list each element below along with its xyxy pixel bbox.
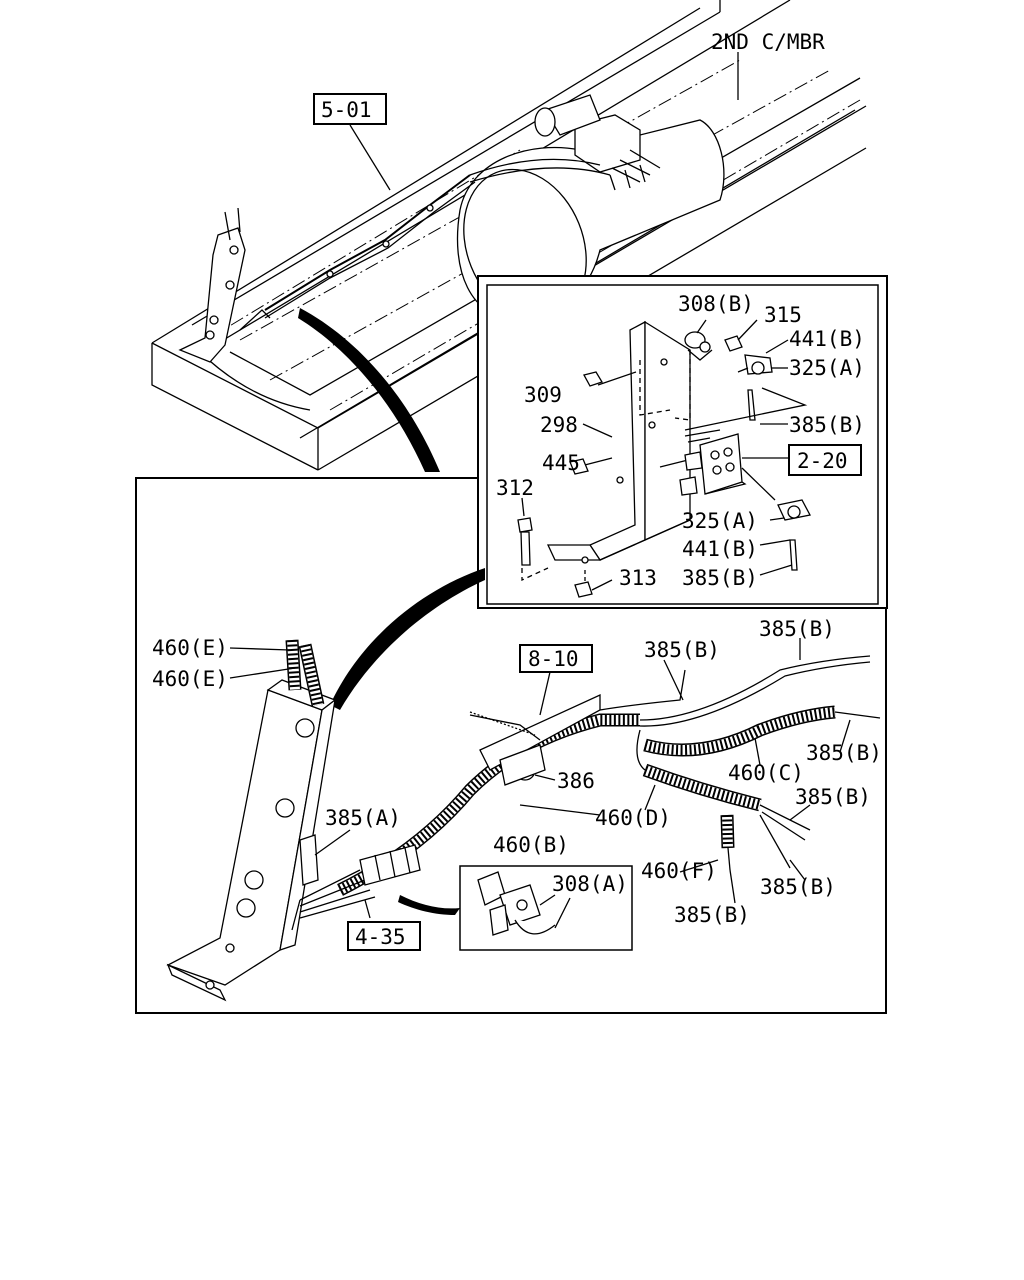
label-385a: 385(A) xyxy=(325,806,401,830)
label-460e-1: 460(E) xyxy=(152,636,228,660)
ref-box-5-01 xyxy=(313,93,387,125)
label-308b-top: 308(B) xyxy=(678,292,754,316)
label-385b-d: 385(B) xyxy=(795,785,871,809)
label-385b-b: 385(B) xyxy=(759,617,835,641)
label-385b-e: 385(B) xyxy=(760,875,836,899)
label-ref-8-10: 8-10 xyxy=(528,647,579,671)
label-308a: 308(A) xyxy=(552,872,628,896)
label-460d: 460(D) xyxy=(595,806,671,830)
label-441b-mid: 441(B) xyxy=(682,537,758,561)
label-298: 298 xyxy=(540,413,578,437)
label-460b: 460(B) xyxy=(493,833,569,857)
label-325a-mid: 325(A) xyxy=(682,509,758,533)
label-ref-2-20: 2-20 xyxy=(797,449,848,473)
callout-arrow-top xyxy=(298,308,440,472)
label-385b-c: 385(B) xyxy=(806,741,882,765)
label-386: 386 xyxy=(557,769,595,793)
label-385b-top: 385(B) xyxy=(789,413,865,437)
label-309: 309 xyxy=(524,383,562,407)
label-ref-5-01: 5-01 xyxy=(321,98,372,122)
label-2nd-cmbr: 2ND C/MBR xyxy=(711,30,825,54)
ref-box-4-35 xyxy=(347,921,421,951)
ref-box-2-20 xyxy=(788,444,862,476)
label-313: 313 xyxy=(619,566,657,590)
clip-detail-inset xyxy=(459,865,633,951)
label-315: 315 xyxy=(764,303,802,327)
callout-arrow-middle xyxy=(330,568,485,710)
label-441b-top: 441(B) xyxy=(789,327,865,351)
label-385b-mid: 385(B) xyxy=(682,566,758,590)
label-385b-a: 385(B) xyxy=(644,638,720,662)
bracket-detail-inset: 308(B) 315 441(B) 325(A) 309 298 385(B) … xyxy=(477,275,888,609)
label-460e-2: 460(E) xyxy=(152,667,228,691)
harness-illustration xyxy=(166,638,881,1002)
callout-arrow-small xyxy=(398,895,460,915)
label-ref-4-35: 4-35 xyxy=(355,925,406,949)
label-385b-f: 385(B) xyxy=(674,903,750,927)
label-445: 445 xyxy=(542,451,580,475)
label-460f: 460(F) xyxy=(641,859,717,883)
ref-box-8-10 xyxy=(519,644,593,673)
label-312: 312 xyxy=(496,476,534,500)
label-460c: 460(C) xyxy=(728,761,804,785)
label-325a-top: 325(A) xyxy=(789,356,865,380)
